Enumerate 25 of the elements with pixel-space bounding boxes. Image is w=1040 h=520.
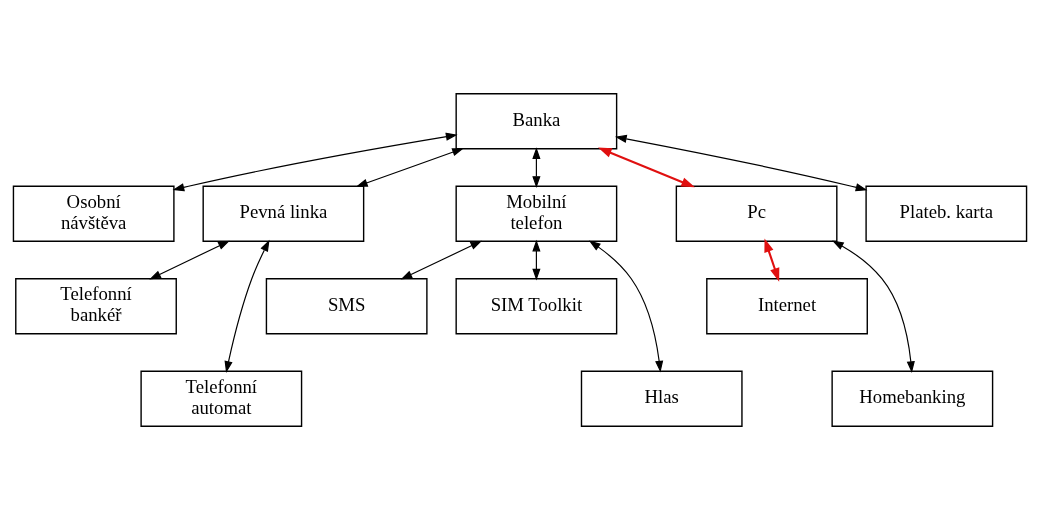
node-box: Telefonní bankéř (15, 278, 177, 335)
arrow (172, 132, 458, 192)
arrow (614, 134, 868, 192)
arrow (598, 147, 695, 188)
node-box: Hlas (580, 370, 743, 428)
node-box: Osobní návštěva (12, 185, 175, 242)
node-box: Plateb. karta (865, 185, 1028, 242)
arrow (224, 239, 270, 373)
arrow (532, 239, 541, 281)
arrow (532, 147, 541, 188)
node-box: SIM Toolkit (455, 278, 618, 335)
node-box: Pc (675, 185, 838, 242)
node-box: Homebanking (831, 370, 994, 428)
arrow (149, 240, 230, 280)
node-box: Telefonní automat (140, 370, 303, 428)
arrow (764, 238, 780, 282)
arrow (832, 240, 915, 373)
node-box: Internet (706, 278, 868, 335)
node-box: Banka (455, 92, 618, 150)
arrow (400, 240, 483, 280)
node-box: SMS (265, 278, 428, 335)
node-box: Pevná linka (202, 185, 365, 242)
arrow (355, 148, 464, 187)
node-box: Mobilní telefon (455, 185, 618, 242)
arrow (588, 240, 664, 373)
